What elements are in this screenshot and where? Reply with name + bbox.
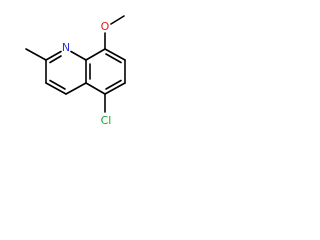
oxygen-atom-label: O — [101, 20, 110, 33]
bond-c3-c4-inner — [49, 79, 66, 90]
bond-c3-c4 — [45, 82, 67, 95]
bond-c8-c7 — [104, 48, 126, 61]
chlorine-atom-label: Cl — [101, 114, 112, 127]
structure-diagram: N O Cl — [25, 15, 126, 127]
bond-c8a-n1 — [70, 50, 87, 61]
bonds — [25, 15, 126, 113]
bond-c8a-c8 — [85, 48, 106, 61]
bond-c6-c5-inner — [105, 79, 122, 90]
bond-c8-c7-inner — [105, 53, 122, 64]
bond-o-methyl — [110, 15, 125, 25]
bond-n1-c2-inner — [49, 55, 62, 64]
molecule-canvas: N O Cl — [0, 0, 150, 150]
nitrogen-atom-label: N — [62, 41, 70, 54]
bond-n1-c2 — [45, 50, 62, 61]
bond-c4-c4a — [65, 82, 87, 95]
bond-c6-c5 — [104, 82, 126, 95]
bond-c5-c4a — [85, 82, 106, 95]
bond-c2-methyl — [25, 48, 47, 61]
